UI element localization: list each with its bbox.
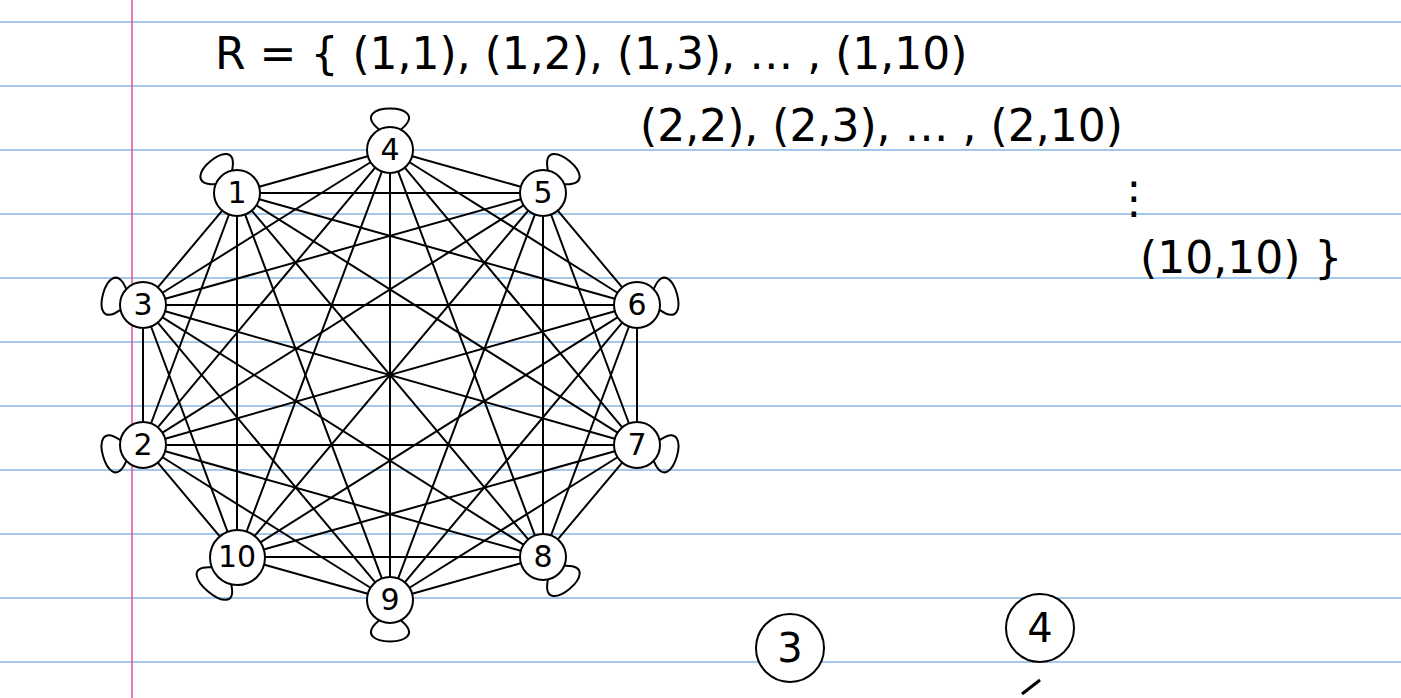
graph-edge	[158, 463, 218, 535]
vertex-number: 6	[627, 290, 646, 320]
graph-edge	[142, 329, 144, 421]
vertex-number: 3	[777, 628, 802, 668]
graph-edge	[413, 156, 520, 186]
relation-text: R = { (1,1), (1,2), (1,3), … , (1,10)	[215, 32, 968, 76]
vertex-circle: 4	[1005, 593, 1075, 663]
graph-edge	[558, 211, 621, 286]
vertex-number: 5	[533, 178, 552, 208]
ruled-lines	[0, 22, 1401, 662]
graph-edge	[405, 323, 621, 581]
vertex-circle: 1	[213, 169, 261, 217]
margin-line	[131, 0, 133, 698]
vertex-circle: 5	[519, 169, 567, 217]
vertex-circle: 6	[613, 281, 661, 329]
relation-text: ⋮	[1112, 176, 1156, 220]
graph-edge	[405, 168, 621, 426]
vertex-circle: 10	[209, 529, 266, 586]
graph-edge	[261, 318, 617, 542]
vertex-circle: 3	[755, 613, 825, 683]
vertex-circle: 9	[366, 576, 414, 624]
loop-edge	[371, 621, 409, 641]
vertex-number: 4	[380, 135, 399, 165]
vertex-number: 1	[227, 178, 246, 208]
graph-edge	[413, 563, 520, 593]
graph-edge	[542, 217, 544, 533]
graph-edge	[163, 163, 369, 292]
vertex-number: 2	[133, 430, 152, 460]
relation-text: (10,10) }	[1140, 236, 1342, 280]
vertex-circle: 3	[119, 281, 167, 329]
vertex-number: 8	[533, 542, 552, 572]
graph-edge	[264, 451, 613, 549]
graph-edge	[636, 329, 638, 421]
graph-edge	[264, 565, 366, 594]
graph-edge	[266, 556, 520, 558]
pen-stroke	[1022, 680, 1040, 694]
graph-edge	[151, 327, 227, 530]
vertex-number: 4	[1027, 608, 1052, 648]
graph-edge	[260, 156, 367, 186]
vertex-circle: 4	[366, 126, 414, 174]
vertex-circle: 7	[613, 421, 661, 469]
graph-edge	[247, 172, 382, 530]
graph-edge	[158, 323, 374, 581]
graph-edge	[236, 217, 238, 529]
vertex-number: 3	[133, 290, 152, 320]
relation-text: (2,2), (2,3), … , (2,10)	[640, 104, 1123, 148]
vertex-number: 9	[380, 585, 399, 615]
graph-edge	[410, 458, 616, 587]
vertex-circle: 8	[519, 533, 567, 581]
vertex-number: 7	[627, 430, 646, 460]
vertex-number: 10	[218, 542, 256, 572]
vertex-circle: 2	[119, 421, 167, 469]
